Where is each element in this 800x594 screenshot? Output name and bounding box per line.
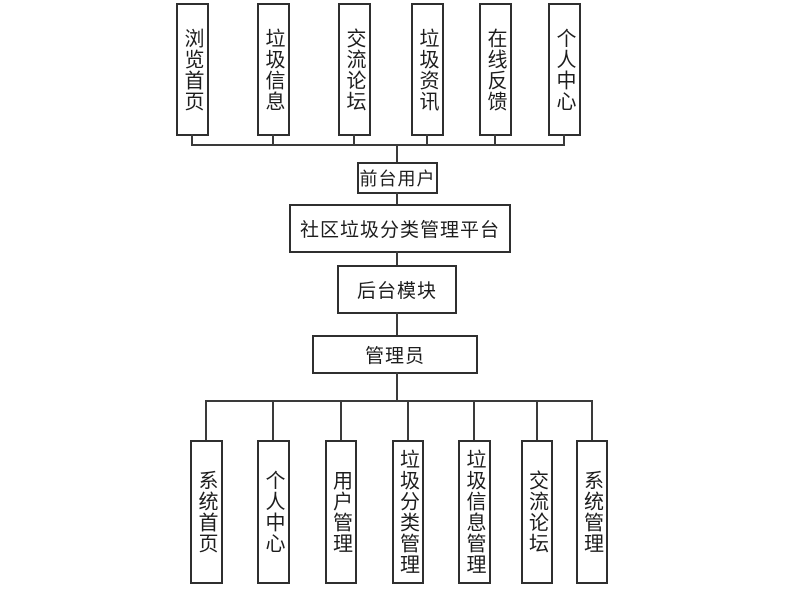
node-platform-title: 社区垃圾分类管理平台 [289, 204, 511, 253]
connector-stub [563, 134, 565, 146]
connector-stub [191, 134, 193, 146]
connector-bus-bottom [205, 400, 593, 402]
back-module-personal-center: 个人中心 [257, 440, 290, 584]
connector-trunk [396, 312, 398, 337]
connector-stub [340, 400, 342, 441]
front-module-personal-center: 个人中心 [548, 3, 581, 136]
node-front-user: 前台用户 [357, 162, 438, 194]
connector-trunk [396, 251, 398, 267]
front-module-garbage-info: 垃圾信息 [257, 3, 290, 136]
back-module-garbage-info-management: 垃圾信息管理 [458, 440, 491, 584]
connector-trunk [396, 192, 398, 206]
back-module-forum: 交流论坛 [521, 440, 553, 584]
front-module-browse-home: 浏览首页 [176, 3, 209, 136]
front-module-garbage-news: 垃圾资讯 [411, 3, 444, 136]
connector-stub [473, 400, 475, 441]
connector-stub [272, 134, 274, 146]
connector-trunk [396, 144, 398, 164]
connector-stub [353, 134, 355, 146]
back-module-system-home: 系统首页 [190, 440, 223, 584]
back-module-garbage-classification-management: 垃圾分类管理 [392, 440, 424, 584]
connector-stub [536, 400, 538, 441]
connector-stub [591, 400, 593, 441]
back-module-system-management: 系统管理 [576, 440, 608, 584]
connector-stub [205, 400, 207, 441]
back-module-user-management: 用户管理 [325, 440, 357, 584]
node-backend-module: 后台模块 [337, 265, 457, 314]
connector-bus-top [191, 144, 565, 146]
connector-stub [272, 400, 274, 441]
connector-stub [494, 134, 496, 146]
connector-stub [407, 400, 409, 441]
connector-stub [426, 134, 428, 146]
front-module-online-feedback: 在线反馈 [479, 3, 512, 136]
front-module-forum: 交流论坛 [338, 3, 371, 136]
node-admin: 管理员 [312, 335, 478, 374]
connector-trunk [396, 372, 398, 402]
